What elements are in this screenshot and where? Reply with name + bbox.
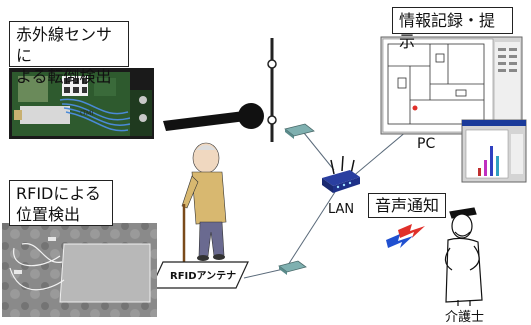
lan-label: LAN <box>328 202 355 217</box>
caregiver-label: 介護士 <box>445 310 485 325</box>
sensor-to-router-line <box>299 127 335 171</box>
sensor-board-photo <box>9 68 154 139</box>
sensor-hub-icon <box>284 123 315 139</box>
pc-label: 情報記録・提示 <box>399 11 496 51</box>
notify-label: 音声通知 <box>375 196 440 215</box>
ir-sensor-lower-icon <box>267 115 277 125</box>
pc-screen-graph <box>461 119 527 183</box>
sensor-label-line2: よる転倒検出 <box>16 67 112 86</box>
caregiver-nurse-icon <box>444 207 483 306</box>
router-to-pc-line <box>350 125 414 179</box>
board-print: (TM) <box>80 110 94 117</box>
fall-detection-illustration <box>163 38 277 142</box>
sensor-label-line1: 赤外線センサに <box>16 25 113 65</box>
pc-name: PC <box>417 136 436 152</box>
antenna-hub-icon <box>278 260 307 275</box>
ir-sensor-upper-icon <box>267 59 277 69</box>
voice-notification-bolts <box>386 224 425 248</box>
red-bolt-icon <box>398 224 425 238</box>
notify-label-box: 音声通知 <box>368 193 446 218</box>
elderly-person-icon <box>181 142 227 262</box>
rfid-label-line2: 位置検出 <box>16 205 81 224</box>
fallen-person-body <box>163 111 246 131</box>
rfid-label-box: RFIDによる 位置検出 <box>9 180 113 226</box>
pc-screen-floorplan <box>380 36 523 135</box>
sensor-label-box: 赤外線センサに よる転倒検出 <box>9 21 129 86</box>
wireless-router-icon <box>322 155 360 193</box>
antenna-label: RFIDアンテナ <box>170 271 237 282</box>
fallen-person-head <box>238 103 264 129</box>
blue-bolt-icon <box>386 234 413 248</box>
rfid-tag-photo <box>2 223 157 317</box>
pc-label-box: 情報記録・提示 <box>392 7 513 51</box>
rfid-label-line1: RFIDによる <box>16 184 101 203</box>
router-to-antenna-line <box>287 191 336 266</box>
